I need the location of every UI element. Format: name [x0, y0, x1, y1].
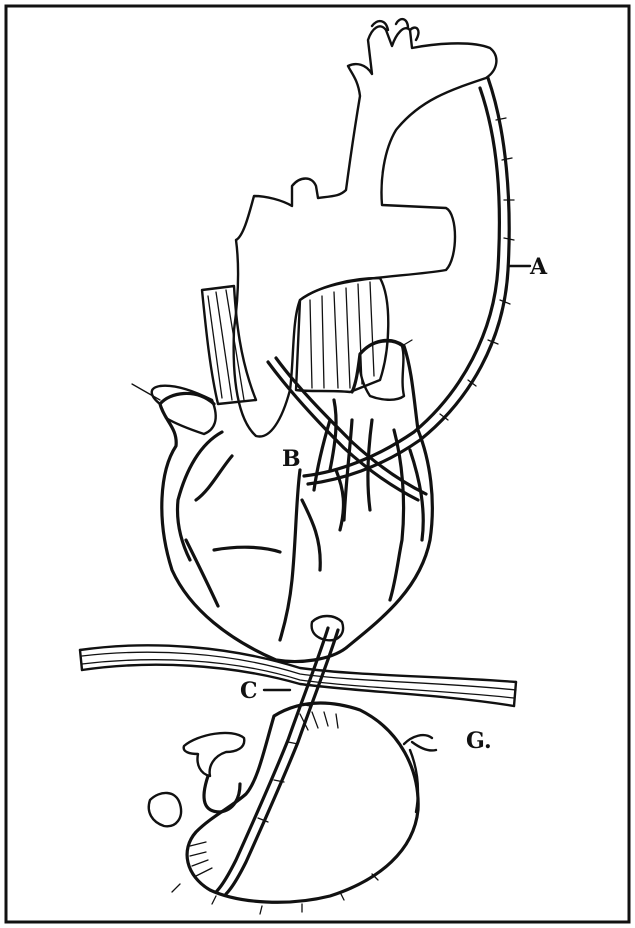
pulmonary-striations [310, 282, 374, 388]
label-g: G. [466, 728, 492, 754]
splenic-vessel-stub [404, 735, 436, 750]
gastric-ties [172, 874, 378, 914]
pylorus-loop [204, 776, 240, 812]
label-a: A [529, 254, 548, 280]
left-appendage-pointer [402, 340, 412, 346]
label-c: C [240, 678, 258, 704]
duodenal-stump [184, 733, 245, 776]
graft-c-sutures [258, 704, 310, 822]
coronary-vessels [178, 400, 424, 640]
greater-curvature-vessel [410, 750, 418, 812]
aortic-arch [234, 26, 497, 436]
diaphragm [80, 645, 516, 706]
pylorus-stump [149, 793, 181, 826]
label-b: B [282, 446, 301, 472]
left-striated-flap [202, 286, 256, 404]
